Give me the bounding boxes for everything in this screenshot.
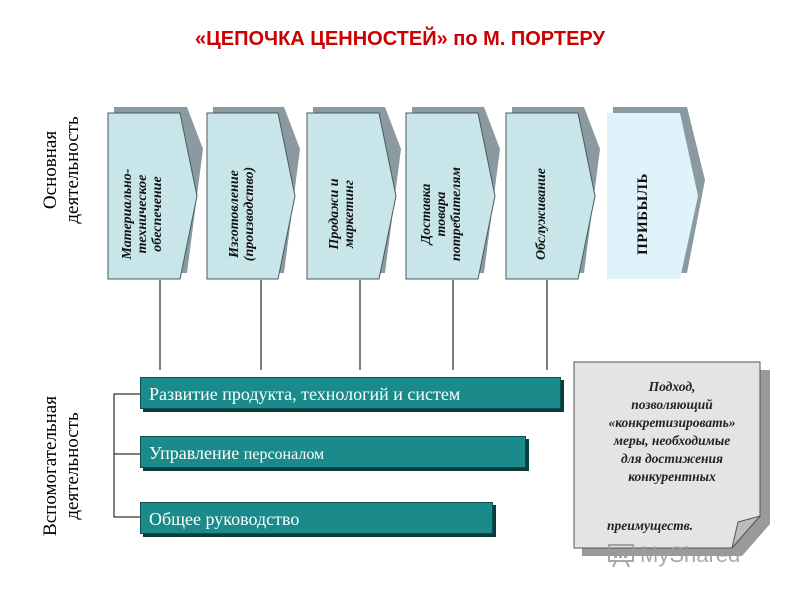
note-text: Подход, позволяющий «конкретизировать» м…	[608, 379, 736, 484]
note-box	[573, 361, 770, 556]
note-text-last: преимуществ.	[607, 518, 693, 533]
connector-lines	[113, 280, 548, 518]
activity-sales-marketing: Продажи и маркетинг	[327, 178, 357, 250]
activity-service: Обслуживание	[533, 167, 549, 261]
chevron-1	[107, 107, 203, 280]
support-bar-hr-label-a: Управление	[149, 443, 244, 463]
profit-label: ПРИБЫЛЬ	[634, 173, 651, 255]
chevron-3	[306, 107, 401, 280]
support-bar-hr: Управление персоналом	[140, 436, 526, 468]
activity-delivery: Доставка товара потребителям	[418, 166, 464, 262]
page-title: «ЦЕПОЧКА ЦЕННОСТЕЙ» по М. ПОРТЕРУ	[195, 28, 605, 50]
watermark-text: MyShared	[640, 542, 741, 567]
support-bar-hr-label-b: персоналом	[243, 446, 325, 463]
watermark: MyShared	[608, 535, 788, 575]
support-bar-development: Развитие продукта, технологий и систем	[140, 377, 561, 409]
chevron-4	[405, 107, 500, 280]
activity-production: Изготовление (производство)	[227, 166, 257, 262]
activity-logistics: Материально- техническое обеспечение	[119, 168, 165, 260]
chevron-2	[206, 107, 300, 280]
support-bar-management: Общее руководство	[140, 502, 493, 534]
support-bar-management-label: Общее руководство	[149, 509, 300, 529]
chevron-5	[505, 107, 600, 280]
support-bar-development-label: Развитие продукта, технологий и систем	[149, 384, 461, 404]
watermark-logo-icon	[608, 544, 634, 568]
chevron-profit	[607, 107, 705, 279]
